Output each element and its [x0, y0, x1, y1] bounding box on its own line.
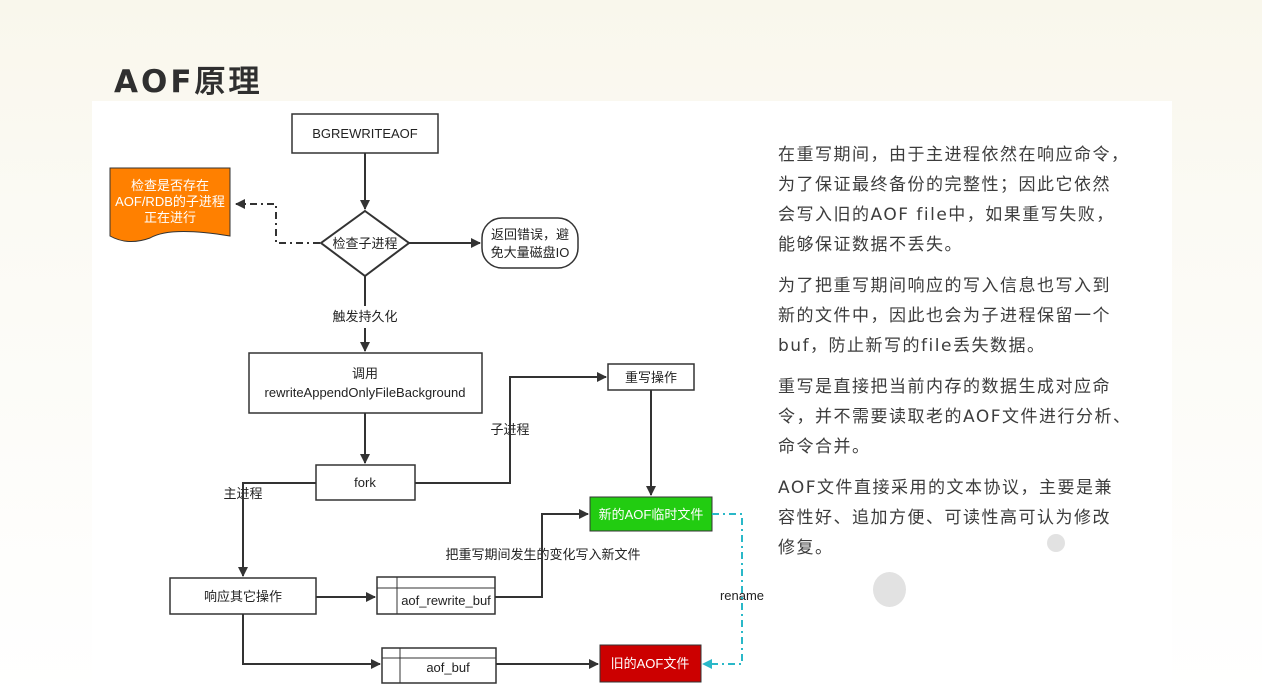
- check-box-line-3: 正在进行: [144, 210, 196, 225]
- description-paragraph-4: AOF文件直接采用的文本协议，主要是兼 容性好、追加方便、可读性高可认为修改 修…: [778, 478, 1113, 558]
- description-paragraph-1: 在重写期间，由于主进程依然在响应命令， 为了保证最终备份的完整性；因此它依然 会…: [778, 145, 1130, 255]
- check-child-decision: 检查子进程: [319, 209, 411, 278]
- old-aof-label: 旧的AOF文件: [611, 656, 690, 671]
- return-error-node: 返回错误，避 免大量磁盘IO: [481, 217, 579, 269]
- fork-label: fork: [354, 475, 376, 490]
- arrow-rename-dashed: [702, 513, 743, 669]
- new-aof-temp-node: 新的AOF临时文件: [589, 496, 713, 532]
- arrow-check-to-existing-dashed: [235, 199, 320, 244]
- check-existing-child-node: 检查是否存在 AOF/RDB的子进程 正在进行: [109, 167, 231, 242]
- check-box-line-1: 检查是否存在: [131, 178, 209, 193]
- respond-other-label: 响应其它操作: [204, 589, 282, 604]
- decorative-dot-large: [873, 572, 906, 607]
- decorative-dot-small: [1047, 534, 1065, 552]
- check-child-label: 检查子进程: [332, 236, 397, 251]
- old-aof-node: 旧的AOF文件: [599, 644, 702, 683]
- call-line-2: rewriteAppendOnlyFileBackground: [265, 385, 466, 400]
- aof-rewrite-buf-label: aof_rewrite_buf: [401, 593, 491, 608]
- rewrite-operation-node: 重写操作: [607, 363, 695, 391]
- description-paragraph-3: 重写是直接把当前内存的数据生成对应命 令，并不需要读取老的AOF文件进行分析、 …: [778, 377, 1132, 457]
- call-line-1: 调用: [352, 366, 378, 381]
- arrow-rewrite-buf-to-new-aof: [495, 509, 589, 598]
- new-aof-temp-label: 新的AOF临时文件: [599, 507, 704, 522]
- fork-node: fork: [315, 464, 416, 501]
- description-paragraph-2: 为了把重写期间响应的写入信息也写入到 新的文件中，因此也会为子进程保留一个 bu…: [778, 276, 1111, 356]
- page-title: AOF原理: [114, 64, 263, 100]
- aof-rewrite-buf-node: aof_rewrite_buf: [376, 576, 496, 615]
- bgrewriteaof-node: BGREWRITEAOF: [291, 113, 439, 154]
- return-error-line-2: 免大量磁盘IO: [491, 245, 570, 260]
- arrow-fork-to-rewrite: [415, 372, 607, 484]
- check-box-line-2: AOF/RDB的子进程: [115, 194, 225, 209]
- flow-connectors: [238, 153, 656, 669]
- respond-other-node: 响应其它操作: [169, 577, 317, 615]
- description-text: 在重写期间，由于主进程依然在响应命令， 为了保证最终备份的完整性；因此它依然 会…: [778, 140, 1178, 574]
- aof-buf-label: aof_buf: [426, 660, 470, 675]
- bgrewriteaof-label: BGREWRITEAOF: [312, 126, 418, 141]
- arrow-fork-to-respond: [238, 482, 316, 577]
- arrow-respond-to-aof-buf: [242, 614, 381, 669]
- rename-label: rename: [720, 588, 764, 603]
- call-rewrite-node: 调用 rewriteAppendOnlyFileBackground: [248, 352, 483, 414]
- trigger-persistence-label: 触发持久化: [332, 309, 397, 324]
- aof-buf-node: aof_buf: [381, 647, 497, 684]
- rewrite-op-label: 重写操作: [625, 370, 677, 385]
- return-error-line-1: 返回错误，避: [491, 227, 569, 242]
